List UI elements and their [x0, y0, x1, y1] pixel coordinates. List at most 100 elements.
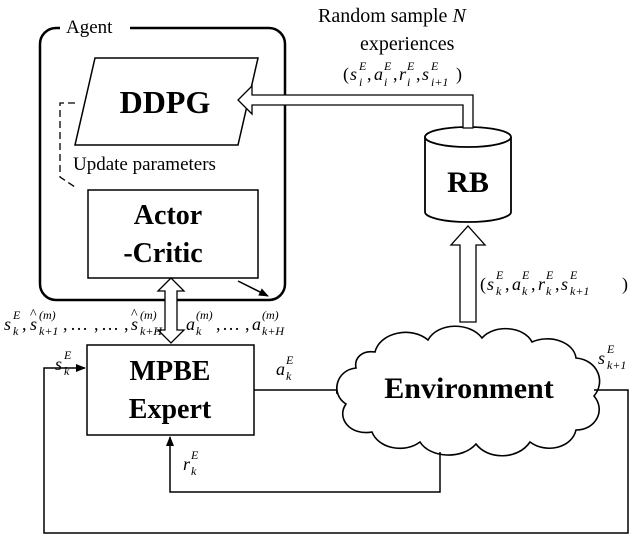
svg-text:,: , — [124, 314, 129, 334]
svg-text:k: k — [496, 284, 502, 298]
svg-text:a: a — [276, 359, 285, 379]
svg-text:s: s — [4, 314, 11, 334]
svg-text:k: k — [13, 324, 19, 338]
svg-text:r: r — [183, 454, 191, 474]
svg-text:i: i — [407, 75, 410, 89]
agent-corner-arrow — [237, 280, 269, 297]
predicted-actions: a (m) k , … , a (m) k+H — [186, 308, 285, 338]
store-arrow — [449, 225, 487, 323]
svg-text:…: … — [101, 314, 119, 334]
svg-text:k: k — [64, 364, 70, 378]
svg-text:E: E — [569, 268, 578, 282]
svg-text:E: E — [545, 268, 554, 282]
svg-text:,: , — [245, 314, 250, 334]
state-input-label: s E k — [55, 348, 72, 378]
svg-text:,: , — [555, 274, 560, 294]
svg-text:i: i — [384, 75, 387, 89]
svg-text:,: , — [531, 274, 536, 294]
actor-critic-line1: Actor — [134, 200, 202, 231]
svg-text:E: E — [285, 353, 294, 367]
svg-text:E: E — [12, 308, 21, 322]
svg-text:k+1: k+1 — [570, 284, 589, 298]
svg-text:s: s — [598, 348, 605, 368]
svg-text:s: s — [350, 64, 357, 84]
random-sample-label: Random sample N — [318, 5, 467, 27]
svg-text:s: s — [561, 274, 568, 294]
svg-text:k+H: k+H — [262, 324, 285, 338]
svg-text:k: k — [546, 284, 552, 298]
svg-text:(m): (m) — [262, 308, 279, 322]
ddpg-label: DDPG — [120, 84, 211, 120]
update-parameters-label: Update parameters — [73, 154, 216, 175]
mpbe-expert-line1: MPBE — [130, 356, 211, 387]
predicted-states: s E k , s ^ (m) k+1 , … , … , s ^ (m) k+… — [4, 307, 163, 338]
svg-text:E: E — [190, 448, 199, 462]
svg-text:,: , — [367, 64, 372, 84]
svg-text:a: a — [186, 314, 195, 334]
transition-tuple: ( s E k , a E k , r E k , s E k+1 ) — [480, 268, 628, 298]
sample-tuple: ( s E i , a E i , r E i , s E i+1 ) — [343, 59, 462, 89]
svg-text:i: i — [359, 75, 362, 89]
svg-text:E: E — [521, 268, 530, 282]
svg-text:a: a — [374, 64, 383, 84]
svg-text:^: ^ — [131, 307, 138, 322]
svg-text:i+1: i+1 — [431, 75, 448, 89]
svg-text:,: , — [94, 314, 99, 334]
svg-text:k: k — [191, 464, 197, 478]
ddpg-block — [74, 57, 259, 146]
svg-text:s: s — [131, 314, 138, 334]
svg-text:,: , — [393, 64, 398, 84]
svg-text:,: , — [63, 314, 68, 334]
svg-text:k+1: k+1 — [39, 324, 58, 338]
svg-text:k: k — [286, 369, 292, 383]
svg-text:s: s — [422, 64, 429, 84]
svg-text:(: ( — [480, 274, 486, 295]
mpbe-expert-block — [86, 344, 255, 436]
svg-text:E: E — [606, 342, 615, 356]
state-feedback-loop — [43, 364, 629, 534]
svg-text:s: s — [55, 354, 62, 374]
svg-text:k+1: k+1 — [607, 358, 626, 372]
svg-text:E: E — [406, 59, 415, 73]
svg-text:,: , — [216, 314, 221, 334]
action-label: a E k — [276, 353, 294, 383]
svg-text:): ) — [622, 274, 628, 295]
svg-text:^: ^ — [30, 307, 37, 322]
svg-text:a: a — [252, 314, 261, 334]
svg-text:): ) — [456, 64, 462, 85]
next-state-label: s E k+1 — [598, 342, 626, 372]
svg-text:(: ( — [343, 64, 349, 85]
svg-text:r: r — [399, 64, 407, 84]
svg-text:,: , — [416, 64, 421, 84]
svg-text:E: E — [430, 59, 439, 73]
environment-cloud — [336, 325, 601, 457]
actor-critic-line2: -Critic — [123, 238, 202, 269]
svg-text:k: k — [196, 324, 202, 338]
reward-loop — [166, 436, 441, 493]
svg-text:s: s — [487, 274, 494, 294]
svg-text:…: … — [222, 314, 240, 334]
mpbe-expert-line2: Expert — [129, 394, 212, 425]
svg-text:,: , — [22, 314, 27, 334]
svg-text:(m): (m) — [196, 308, 213, 322]
rb-label: RB — [447, 166, 489, 199]
svg-text:a: a — [512, 274, 521, 294]
svg-text:E: E — [358, 59, 367, 73]
actor-expert-arrow — [156, 277, 186, 344]
svg-text:E: E — [63, 348, 72, 362]
svg-text:E: E — [383, 59, 392, 73]
svg-text:,: , — [505, 274, 510, 294]
svg-text:k+H: k+H — [140, 324, 163, 338]
svg-text:s: s — [30, 314, 37, 334]
experiences-label: experiences — [360, 33, 455, 55]
svg-text:(m): (m) — [140, 308, 157, 322]
reward-label: r E k — [183, 448, 199, 478]
sample-arrow — [237, 84, 474, 129]
svg-text:k: k — [522, 284, 528, 298]
replay-buffer — [424, 126, 512, 223]
actor-critic-block — [87, 189, 259, 279]
agent-label-bg — [60, 15, 130, 37]
agent-label: Agent — [66, 17, 113, 38]
environment-label: Environment — [384, 372, 553, 405]
